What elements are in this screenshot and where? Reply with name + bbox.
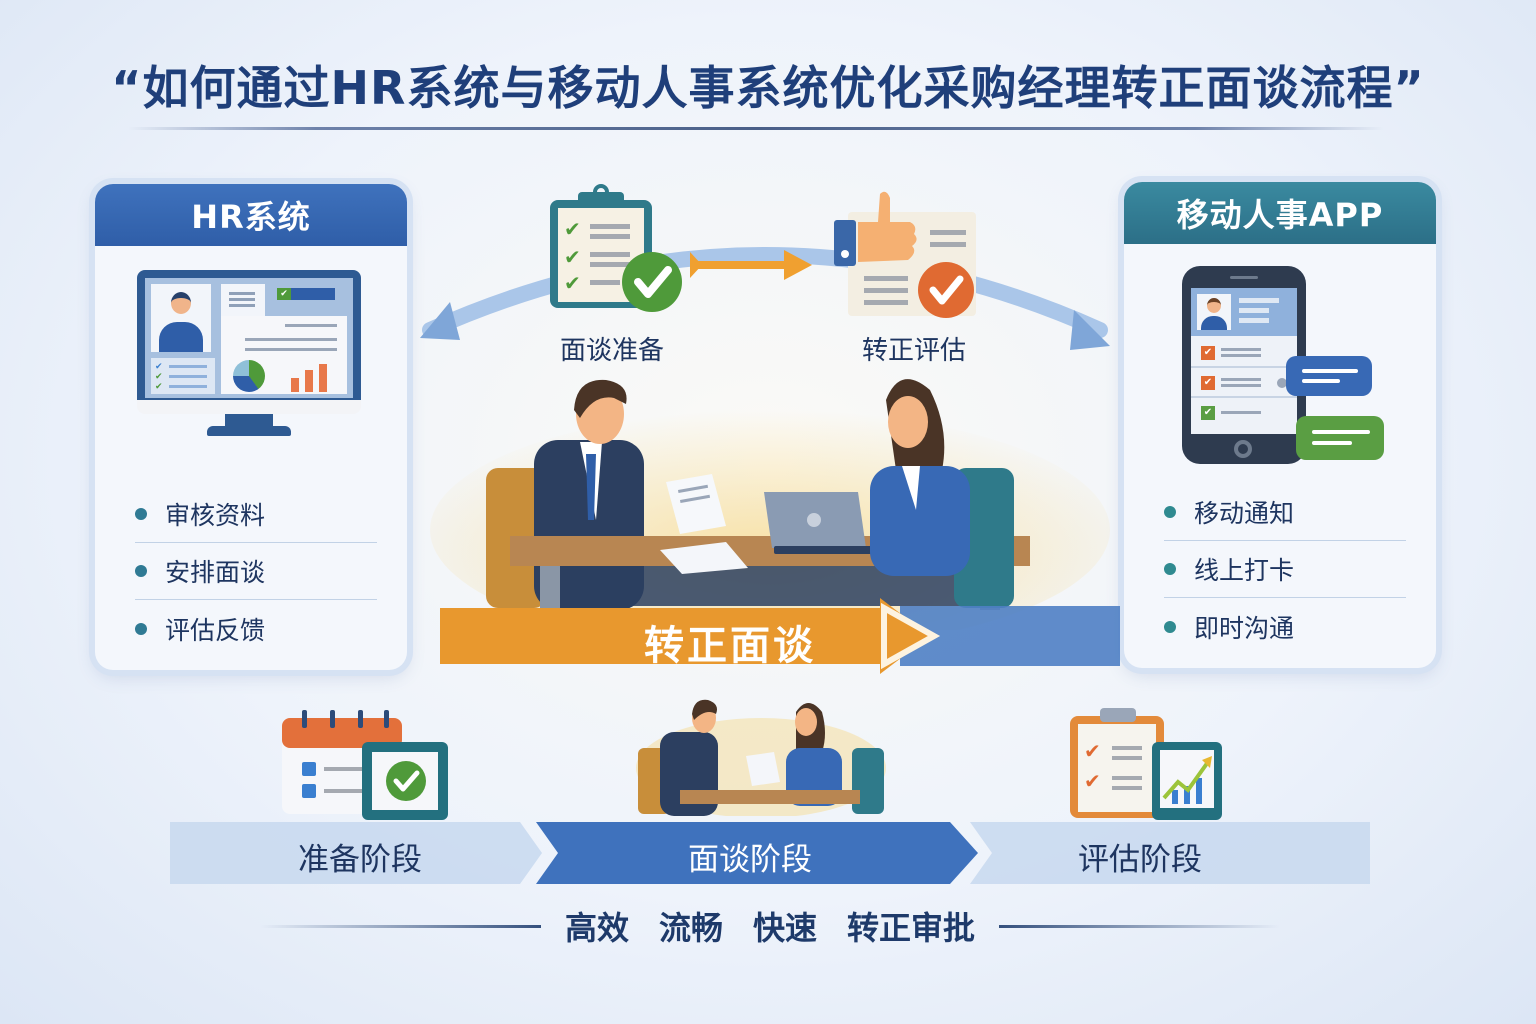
bullet-icon xyxy=(1164,506,1176,518)
app-feature-item: 移动通知 xyxy=(1164,484,1406,541)
stage-interview-label: 面谈阶段 xyxy=(688,842,812,878)
svg-text:✔: ✔ xyxy=(564,245,581,269)
page-title: “如何通过HR系统与移动人事系统优化采购经理转正面谈流程” xyxy=(111,61,1425,115)
stage-prepare-label: 准备阶段 xyxy=(298,842,422,878)
app-feature-item: 即时沟通 xyxy=(1164,598,1406,655)
bullet-icon xyxy=(1164,563,1176,575)
interview-scene-illustration xyxy=(430,379,1110,630)
tagline-word: 转正审批 xyxy=(847,909,976,947)
stage-progress-band xyxy=(170,822,1370,884)
svg-text:✔: ✔ xyxy=(564,217,581,241)
hr-feature-item: 评估反馈 xyxy=(135,600,377,657)
hr-feature-list: 审核资料 安排面谈 评估反馈 xyxy=(95,486,407,657)
title-divider xyxy=(128,127,1384,130)
mobile-hr-app-card: 移动人事APP ✔ ✔ ✔ xyxy=(1124,182,1436,668)
hr-system-card: HR系统 ✔✔✔ ✔ xyxy=(95,184,407,670)
step-prepare-label: 面谈准备 xyxy=(559,336,664,366)
tagline: 高效 流畅 快速 转正审批 xyxy=(260,906,1280,947)
svg-text:✔: ✔ xyxy=(1084,739,1101,763)
clipboard-chart-icon: ✔ ✔ xyxy=(1070,708,1222,820)
app-card-header: 移动人事APP xyxy=(1124,182,1436,244)
clipboard-check-icon: ✔ ✔ ✔ xyxy=(550,184,682,312)
step-evaluate-label: 转正评估 xyxy=(861,336,966,366)
stage-evaluate-label: 评估阶段 xyxy=(1078,842,1202,878)
smartphone-chat-icon: ✔ ✔ ✔ xyxy=(1124,244,1436,484)
tagline-word: 流畅 xyxy=(658,909,723,947)
app-feature-item: 线上打卡 xyxy=(1164,541,1406,598)
cycle-arc-arrow-icon xyxy=(420,247,1110,350)
bullet-icon xyxy=(1164,620,1176,633)
thumbs-up-document-icon xyxy=(834,191,976,318)
hr-feature-item: 审核资料 xyxy=(135,486,377,543)
svg-text:✔: ✔ xyxy=(1084,769,1101,793)
monitor-dashboard-icon: ✔✔✔ ✔ xyxy=(95,246,407,486)
tagline-word: 高效 xyxy=(564,909,629,947)
bullet-icon xyxy=(135,565,147,577)
meeting-icon xyxy=(636,699,886,816)
interview-banner-arrow xyxy=(440,598,1120,674)
tagline-word: 快速 xyxy=(753,909,818,947)
svg-text:✔: ✔ xyxy=(564,271,581,295)
hr-card-header: HR系统 xyxy=(95,184,407,246)
tagline-divider-right xyxy=(999,924,1280,928)
calendar-check-icon xyxy=(282,710,448,820)
bullet-icon xyxy=(135,508,147,520)
banner-label: 转正面谈 xyxy=(644,623,816,669)
tagline-divider-left xyxy=(260,924,541,928)
arrow-right-icon xyxy=(690,250,812,280)
app-feature-list: 移动通知 线上打卡 即时沟通 xyxy=(1124,484,1436,655)
bullet-icon xyxy=(135,622,147,635)
hr-feature-item: 安排面谈 xyxy=(135,543,377,600)
